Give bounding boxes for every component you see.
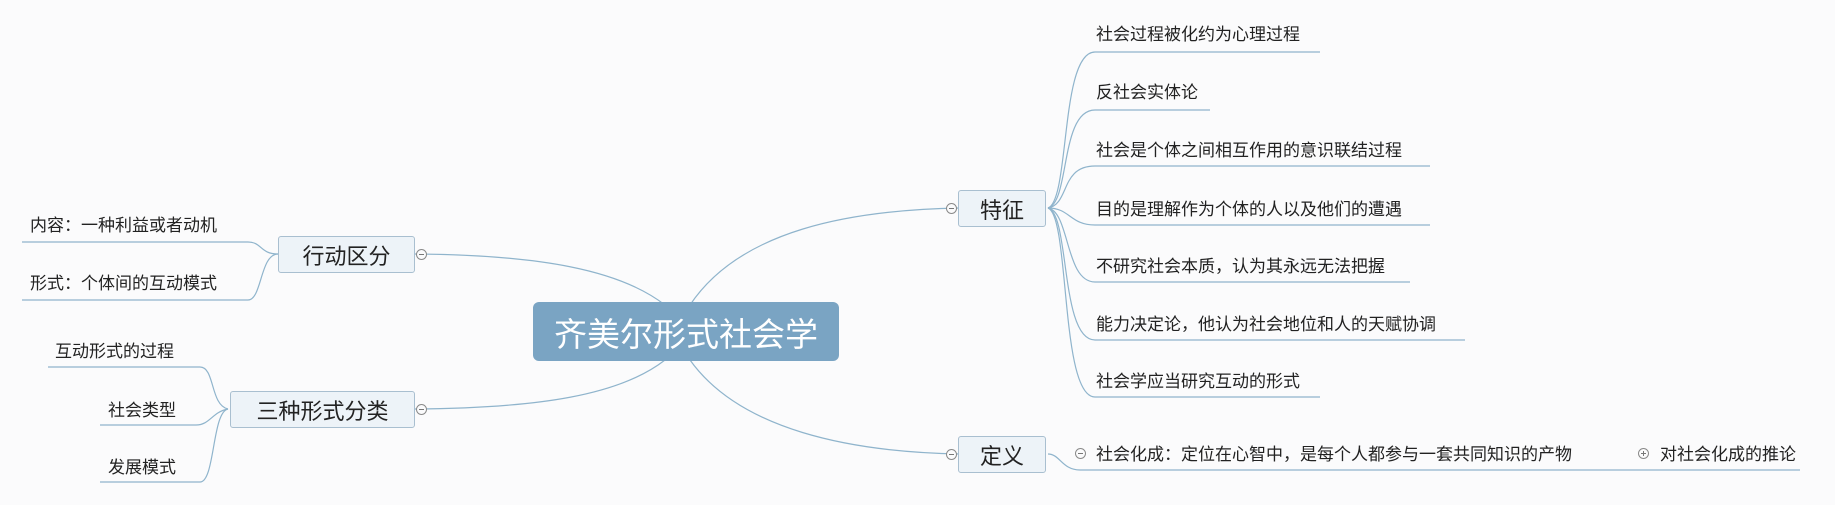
- feature-item-7: 社会学应当研究互动的形式: [1096, 372, 1300, 392]
- expand-subtopic-icon[interactable]: [1638, 448, 1649, 459]
- branch-three-forms-label: 三种形式分类: [256, 399, 389, 425]
- feature-item-3: 社会是个体之间相互作用的意识联结过程: [1096, 141, 1402, 161]
- forms-item-2: 社会类型: [108, 401, 176, 421]
- forms-item-1: 互动形式的过程: [55, 342, 174, 362]
- definition-sub-item: 对社会化成的推论: [1660, 445, 1796, 465]
- connector-root-features: [689, 207, 961, 306]
- connector-root-definition: [689, 359, 961, 455]
- branch-action-label: 行动区分: [302, 244, 391, 270]
- branch-three-forms[interactable]: 三种形式分类: [230, 391, 415, 428]
- action-item-1: 内容：一种利益或者动机: [30, 216, 217, 236]
- action-item-2: 形式：个体间的互动模式: [30, 274, 217, 294]
- collapse-definition-icon[interactable]: [946, 449, 957, 460]
- connector-root-action: [414, 253, 666, 306]
- feature-item-2: 反社会实体论: [1096, 83, 1198, 103]
- definition-item: 社会化成：定位在心智中，是每个人都参与一套共同知识的产物: [1096, 445, 1572, 465]
- root-topic-label: 齐美尔形式社会学: [554, 314, 818, 354]
- branch-action[interactable]: 行动区分: [278, 236, 415, 273]
- feature-item-6: 能力决定论，他认为社会地位和人的天赋协调: [1096, 315, 1436, 335]
- collapse-definition-item-icon[interactable]: [1075, 448, 1086, 459]
- connector-root-forms: [414, 359, 666, 410]
- branch-definition-label: 定义: [979, 444, 1024, 470]
- branch-features[interactable]: 特征: [958, 190, 1046, 227]
- feature-item-5: 不研究社会本质，认为其永远无法把握: [1096, 257, 1385, 277]
- collapse-three-forms-icon[interactable]: [416, 404, 427, 415]
- branch-features-label: 特征: [979, 198, 1024, 224]
- root-topic[interactable]: 齐美尔形式社会学: [533, 302, 839, 361]
- forms-item-3: 发展模式: [108, 458, 176, 478]
- collapse-action-icon[interactable]: [416, 249, 427, 260]
- feature-item-1: 社会过程被化约为心理过程: [1096, 25, 1300, 45]
- feature-item-4: 目的是理解作为个体的人以及他们的遭遇: [1096, 200, 1402, 220]
- branch-definition[interactable]: 定义: [958, 436, 1046, 473]
- collapse-features-icon[interactable]: [946, 203, 957, 214]
